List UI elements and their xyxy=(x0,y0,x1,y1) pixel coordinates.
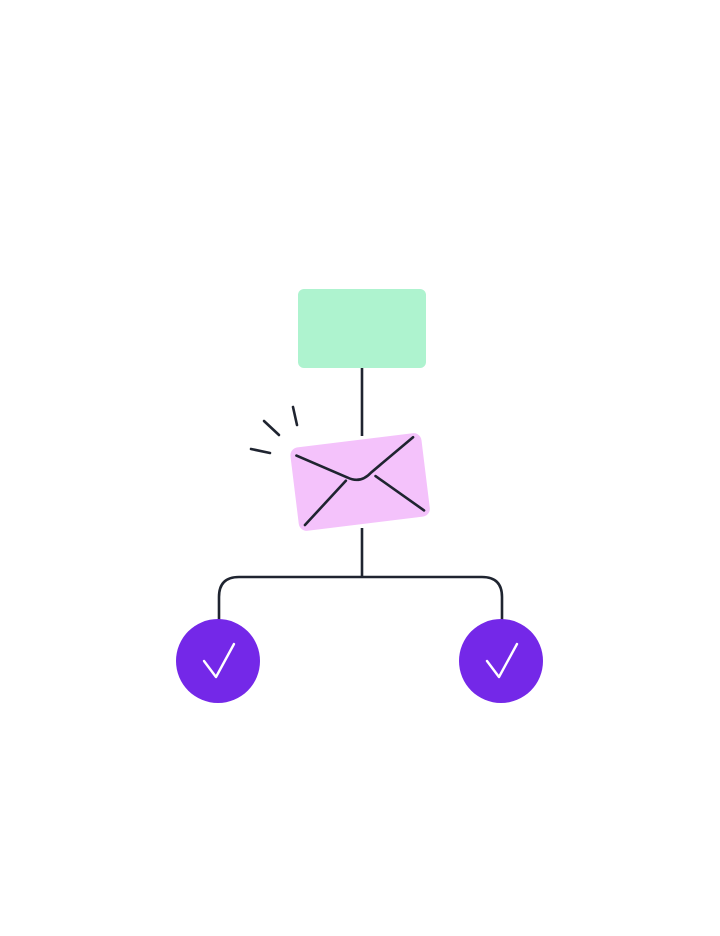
envelope-fold-left xyxy=(303,479,348,527)
connector-branch xyxy=(217,575,504,622)
envelope-icon xyxy=(290,433,430,531)
checkmark-icon xyxy=(202,642,236,679)
checkmark-icon xyxy=(485,642,519,679)
notification-spark-icon xyxy=(249,405,299,455)
source-node xyxy=(298,289,426,368)
envelope-fold-right xyxy=(374,474,426,512)
result-left-node xyxy=(176,619,260,703)
envelope-body xyxy=(290,433,430,531)
envelope-flap xyxy=(295,435,415,482)
result-right-node xyxy=(459,619,543,703)
